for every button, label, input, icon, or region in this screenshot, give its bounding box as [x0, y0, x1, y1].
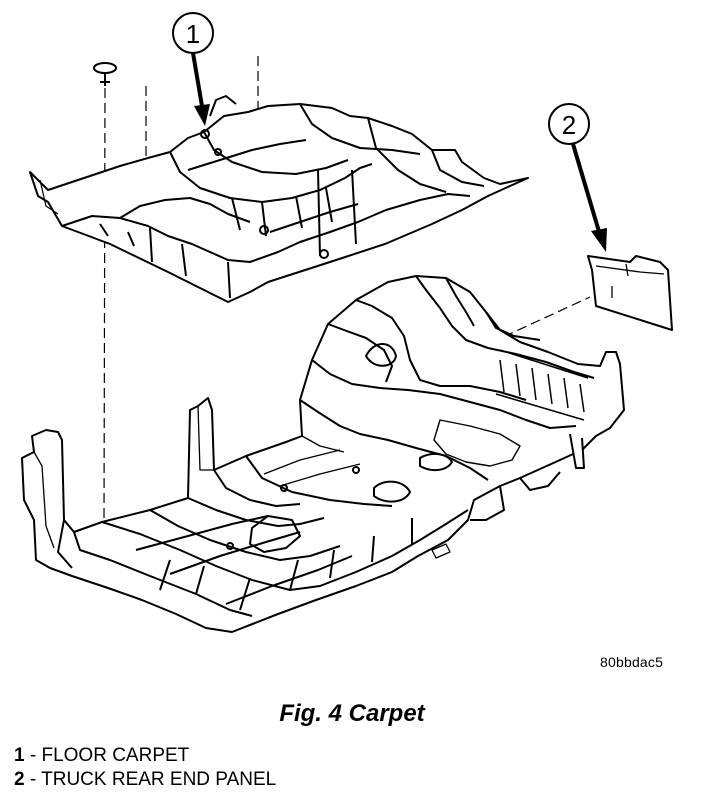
carpet-exploded-diagram: 1 2: [21, 12, 673, 633]
legend-item-floor-carpet: 1 - FLOOR CARPET: [14, 744, 276, 768]
parts-legend: 1 - FLOOR CARPET 2 - TRUCK REAR END PANE…: [14, 744, 276, 792]
legend-item-label: TRUCK REAR END PANEL: [41, 769, 277, 790]
callout-2-arrow: [571, 143, 602, 236]
legend-item-number: 2: [14, 769, 25, 790]
legend-item-separator: -: [24, 769, 42, 790]
image-reference-code: 80bbdac5: [600, 654, 664, 670]
legend-item-truck-rear-end-panel: 2 - TRUCK REAR END PANEL: [14, 768, 276, 792]
callout-1: 1: [172, 12, 214, 126]
figure-caption: Fig. 4 Carpet: [279, 700, 425, 727]
callout-1-arrow: [191, 52, 205, 113]
legend-item-number: 1: [14, 745, 25, 766]
floor-carpet: [29, 95, 529, 303]
truck-rear-end-panel: [587, 255, 673, 331]
callout-2: 2: [548, 103, 607, 252]
vehicle-floor-pan: [21, 275, 625, 633]
legend-item-separator: -: [24, 745, 42, 766]
legend-item-label: FLOOR CARPET: [41, 745, 190, 766]
callout-1-number: 1: [186, 19, 200, 49]
fastener-push-pin: [93, 62, 117, 86]
callout-2-number: 2: [562, 110, 576, 140]
